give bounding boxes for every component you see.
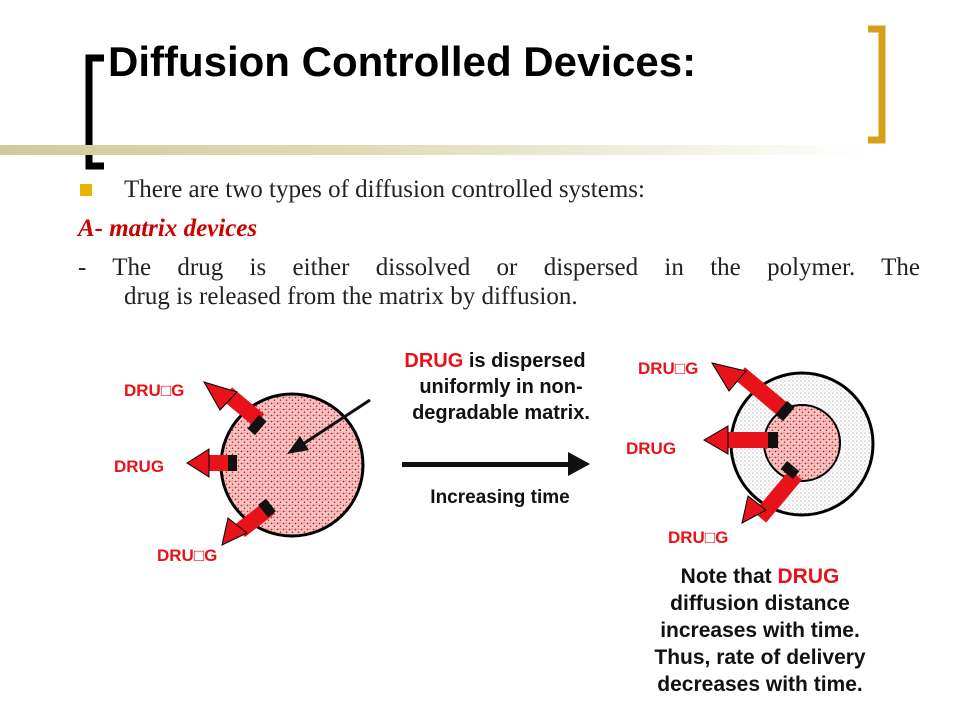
time-label: Increasing time xyxy=(430,487,569,508)
drug-label-right-mid: DRUG xyxy=(626,439,676,458)
right-bracket xyxy=(868,25,886,144)
left-bracket xyxy=(85,54,104,170)
release-arrow-right-mid xyxy=(703,425,778,455)
note-line-4: Thus, rate of delivery xyxy=(654,646,866,669)
release-arrow-left-bottom xyxy=(221,498,276,546)
drug-label-right-bottom: DRU□G xyxy=(668,528,728,547)
drug-label-left-mid: DRUG xyxy=(114,457,164,476)
callout-drug-highlight: DRUG xyxy=(404,350,463,372)
drug-label-right-top: DRU□G xyxy=(638,359,698,378)
note-drug-highlight: DRUG xyxy=(777,565,839,588)
callout-line-1-rest: is dispersed xyxy=(463,350,585,372)
time-arrow xyxy=(402,452,590,476)
callout-line-2: uniformly in non- xyxy=(419,376,582,398)
note-line-3: increases with time. xyxy=(660,619,860,642)
body-text-line-2: drug is released from the matrix by diff… xyxy=(124,283,578,310)
bullet-text: There are two types of diffusion control… xyxy=(124,176,645,203)
callout-line-3: degradable matrix. xyxy=(412,402,590,424)
release-arrow-right-bottom xyxy=(741,461,803,524)
note-line-1-pre: Note that xyxy=(681,565,778,588)
slide-title: Diffusion Controlled Devices: xyxy=(108,38,697,85)
callout-line-1: DRUG is dispersed xyxy=(404,350,585,372)
release-arrow-left-mid xyxy=(186,448,237,478)
drug-label-left-top: DRU□G xyxy=(124,381,184,400)
subheading: A- matrix devices xyxy=(78,215,258,242)
note-line-5: decreases with time. xyxy=(657,673,862,696)
bullet-marker xyxy=(80,184,92,196)
title-underline-rule xyxy=(0,145,870,155)
note-line-1: Note that DRUG xyxy=(681,565,840,588)
drug-label-left-bottom: DRU□G xyxy=(157,546,217,565)
note-line-2: diffusion distance xyxy=(670,592,850,615)
release-arrow-left-top xyxy=(202,381,267,436)
callout-pointer-arrow xyxy=(287,398,371,454)
release-arrow-right-top xyxy=(710,362,795,422)
body-text-line-1: - The drug is either dissolved or disper… xyxy=(78,254,920,281)
